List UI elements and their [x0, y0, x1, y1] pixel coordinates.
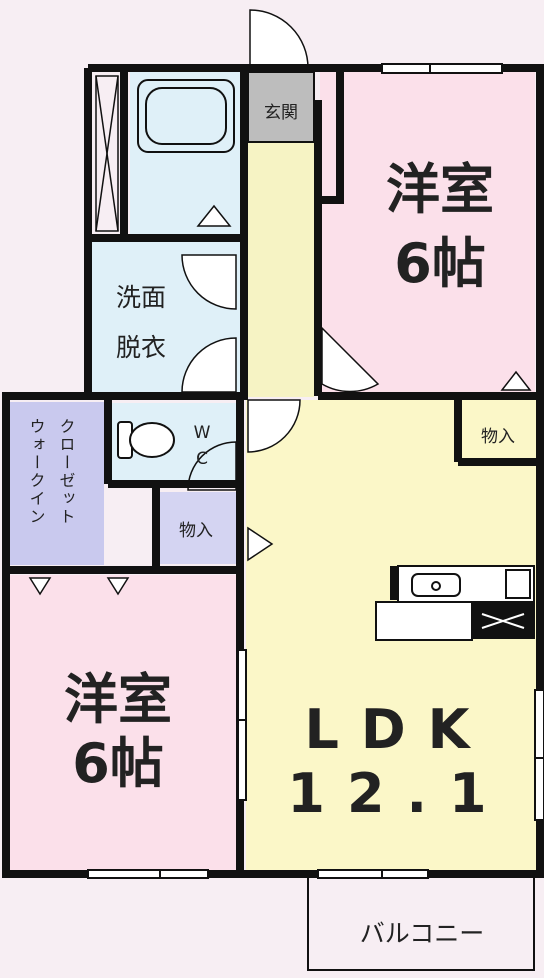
storage-mid-label: 物入 [179, 521, 213, 541]
balcony-railing [307, 876, 535, 971]
door-triangles [28, 204, 532, 596]
closet-area [10, 402, 104, 565]
balcony-area [306, 880, 534, 970]
entrance-floor-box [247, 71, 315, 143]
toilet-icon [117, 421, 175, 459]
bedroom-sw-label-1: 洋室 [64, 668, 172, 731]
bathroom-area [130, 72, 240, 235]
ldk-label-2: 12.1 [287, 762, 508, 825]
ldk-label-1: LDK [304, 698, 491, 761]
cabinet-cross [95, 75, 119, 232]
washroom-label-2: 脱衣 [116, 333, 166, 362]
windows [87, 63, 544, 879]
bedroom-sw-area [10, 575, 238, 870]
closet-label-1: クローゼット [57, 418, 76, 526]
wc-label-1: W [194, 423, 211, 443]
corridor-area [248, 142, 314, 397]
bathtub [137, 79, 235, 153]
entrance-area [248, 72, 314, 142]
storage-mid-area [160, 492, 236, 564]
storage-ne-label: 物入 [481, 427, 515, 447]
bedroom-ne-label-2: 6帖 [394, 232, 486, 295]
balcony-label: バルコニー [360, 919, 485, 948]
door-swings [181, 9, 380, 491]
bedroom-ne-upper [345, 72, 535, 202]
washroom-label-1: 洗面 [116, 283, 166, 312]
kitchen-counter [375, 565, 535, 641]
wc-label-2: C [196, 449, 208, 469]
entrance-label: 玄関 [264, 103, 298, 123]
closet-label-2: ウォークイン [27, 418, 46, 526]
bedroom-sw-label-2: 6帖 [72, 732, 164, 795]
bedroom-ne-label-1: 洋室 [386, 158, 494, 221]
